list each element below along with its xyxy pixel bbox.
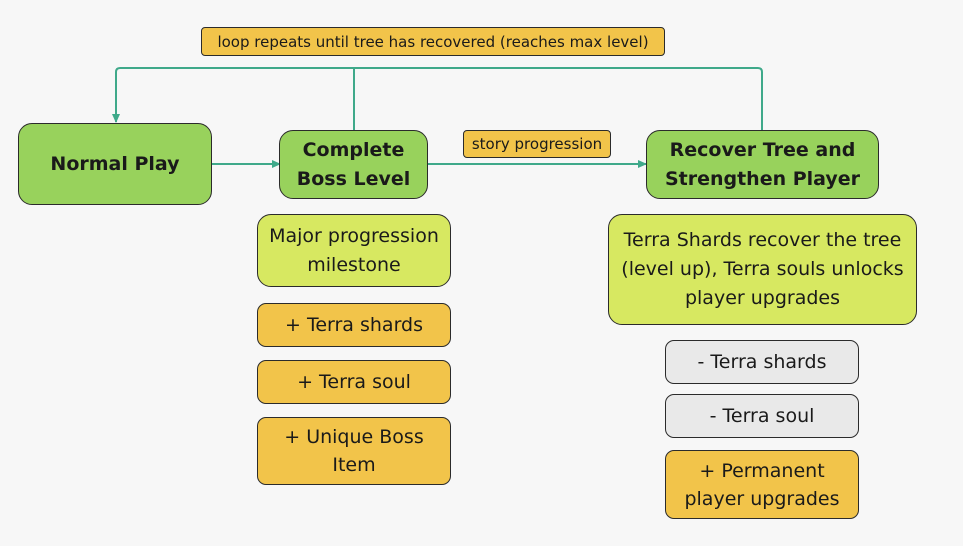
terra-soul-reward: + Terra soul [257,360,451,404]
major-milestone-box: Major progression milestone [257,214,451,287]
complete-boss-level-node: Complete Boss Level [279,130,428,199]
recover-description-box: Terra Shards recover the tree (level up)… [608,214,917,325]
loop-line [112,67,763,130]
permanent-upgrades-gain: + Permanent player upgrades [665,450,859,519]
normal-play-node: Normal Play [18,123,212,205]
recover-tree-node: Recover Tree and Strengthen Player [646,130,879,199]
terra-shards-cost: - Terra shards [665,340,859,384]
story-progression-label: story progression [463,130,611,158]
terra-soul-cost: - Terra soul [665,394,859,438]
unique-boss-item-reward: + Unique Boss Item [257,417,451,485]
loop-label: loop repeats until tree has recovered (r… [201,27,665,56]
terra-shards-reward: + Terra shards [257,303,451,347]
